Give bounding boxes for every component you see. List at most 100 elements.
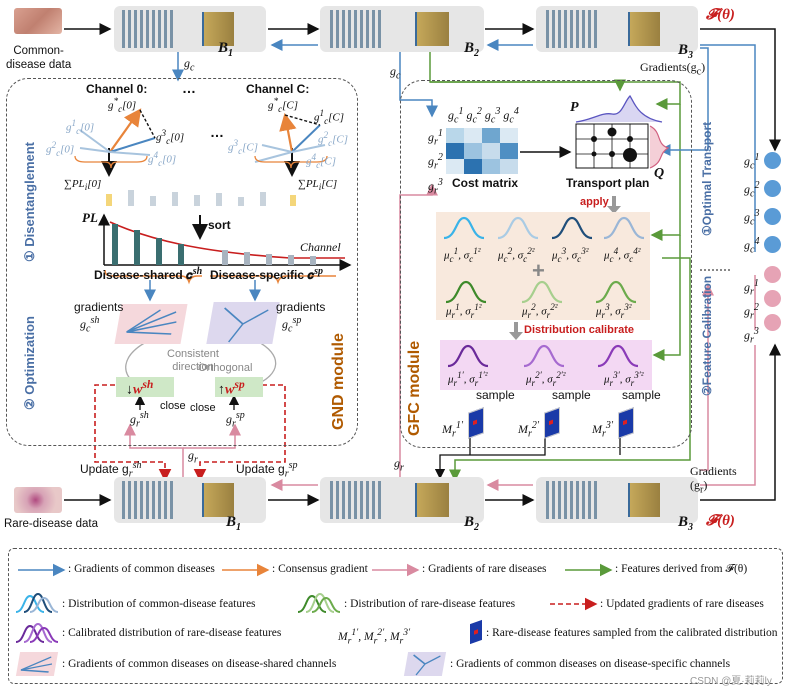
bar [244, 252, 250, 265]
g-c4-C: g4c[C] [306, 152, 337, 170]
block-stack [415, 12, 449, 46]
sample-label-2: sample [552, 388, 591, 402]
b3-bottom-label: B3 [678, 514, 694, 533]
optimization-label: ② Optimization [22, 316, 37, 410]
g-r-sh-label: grsh [130, 410, 149, 430]
disease-specific-label: Disease-specific 𝒄sp [210, 266, 323, 282]
cell [500, 128, 518, 144]
gfc-module [400, 80, 692, 448]
cell [446, 158, 464, 174]
bar [222, 250, 228, 265]
block-layers [122, 481, 174, 519]
channelC-label: Channel C: [246, 82, 310, 96]
cell [482, 158, 500, 174]
block-layers [546, 481, 598, 519]
legend-shared-arrows [20, 656, 53, 673]
cell [464, 158, 482, 174]
gc2-dot-label: gc2 [744, 180, 760, 200]
legend-specific-arrows [413, 654, 441, 676]
wsp-box [215, 377, 263, 397]
gc4-dot-label: gc4 [744, 236, 760, 256]
feature-calibration-label: ②Feature Calibration [700, 275, 714, 396]
wsp-label: ↑wsp [218, 378, 245, 398]
mu-c-1: μc1, σc1² [444, 246, 481, 264]
block-layers [330, 481, 382, 519]
update-sh-label: Update grsh [80, 460, 142, 480]
gc2-dot [764, 180, 781, 197]
b2-top-label: B2 [464, 40, 480, 59]
p-label: P [570, 100, 579, 115]
g-c2-C: g2c[C] [318, 130, 349, 148]
g-c3-C: g3c[C] [228, 138, 259, 156]
block-b2-top [320, 6, 484, 52]
calibrated-distributions [447, 344, 639, 368]
bar [178, 244, 184, 265]
mu-r-3: μr3, σr3² [596, 302, 632, 320]
legend-box [8, 548, 783, 684]
gr3-dot [764, 314, 781, 331]
channel0-label: Channel 0: [86, 82, 148, 96]
close-left-label: close [160, 400, 186, 412]
legend-pink: : Gradients of rare diseases [422, 563, 547, 575]
g-r-sp-label: grsp [226, 410, 245, 430]
b3-top-label: B3 [678, 42, 694, 61]
bar [266, 254, 272, 265]
g-c2-0: g2c[0] [46, 140, 75, 158]
cell [446, 143, 464, 159]
close-right-label: close [190, 402, 216, 414]
gr3-dot-label: gr3 [744, 326, 759, 346]
cost-matrix-label: Cost matrix [452, 176, 519, 190]
cell [500, 143, 518, 159]
plus-sign: + [532, 258, 545, 283]
watermark: CSDN @夏·莉莉ly [690, 676, 772, 687]
bar [260, 192, 266, 206]
shared-gradients-label: gradients gcsh [74, 300, 124, 335]
bar [172, 192, 178, 206]
channel-ellipsis: … [182, 80, 196, 96]
wsh-label: ↓wsh [126, 378, 154, 398]
m2-label: Mr2′ [518, 420, 540, 440]
m1-label: Mr1′ [442, 420, 464, 440]
gr-right-label: gr [394, 456, 404, 474]
bar [216, 193, 222, 206]
gc-right-label: gc [390, 64, 401, 82]
legend-dist-rare-icon [297, 592, 341, 613]
f-theta-bottom: 𝓕(θ) [706, 513, 735, 529]
common-disease-label: Common- disease data [6, 45, 72, 71]
m3-label: Mr3′ [592, 420, 614, 440]
legend-updated: : Updated gradients of rare diseases [600, 598, 764, 610]
channel-ellipsis-mid: … [210, 124, 224, 140]
block-stack [202, 12, 234, 46]
legend-mset: Mr1′, Mr2′, Mr3′ [338, 627, 411, 647]
gc1-dot [764, 152, 781, 169]
block-b3-bottom [536, 477, 698, 523]
bar [134, 230, 140, 265]
block-b3-top [536, 6, 698, 52]
mu-c-4: μc4, σc4² [604, 246, 641, 264]
g-c1-0: g1c[0] [66, 118, 95, 136]
rare-distributions [445, 280, 637, 304]
orthogonal-label: Orthogonal [198, 362, 253, 374]
gnd-module-title: GND module [330, 333, 347, 430]
distribution-calibrate-label: Distribution calibrate [524, 324, 635, 336]
apply-label: apply [580, 196, 609, 208]
cell [482, 143, 500, 159]
bar [112, 224, 118, 265]
common-disease-image [14, 8, 62, 34]
cell [446, 128, 464, 144]
g-star-0: g*c[0] [108, 96, 137, 114]
g-c4-0: g4c[0] [148, 150, 177, 168]
sort-label: sort [208, 218, 231, 232]
block-stack [628, 12, 660, 46]
gc4-dot [764, 236, 781, 253]
legend-dist-common-icon [15, 592, 59, 613]
mu-rp-3: μr3′, σr3′² [604, 370, 644, 388]
g-c3-0: g3c[0] [156, 128, 185, 146]
disentanglement-label: ① Disentanglement [22, 141, 37, 262]
update-sp-label: Update grsp [236, 460, 298, 480]
sample-label-1: sample [476, 388, 515, 402]
mu-rp-1: μr1′, σr1′² [448, 370, 488, 388]
transport-plan [575, 94, 670, 169]
block-stack [415, 483, 449, 517]
